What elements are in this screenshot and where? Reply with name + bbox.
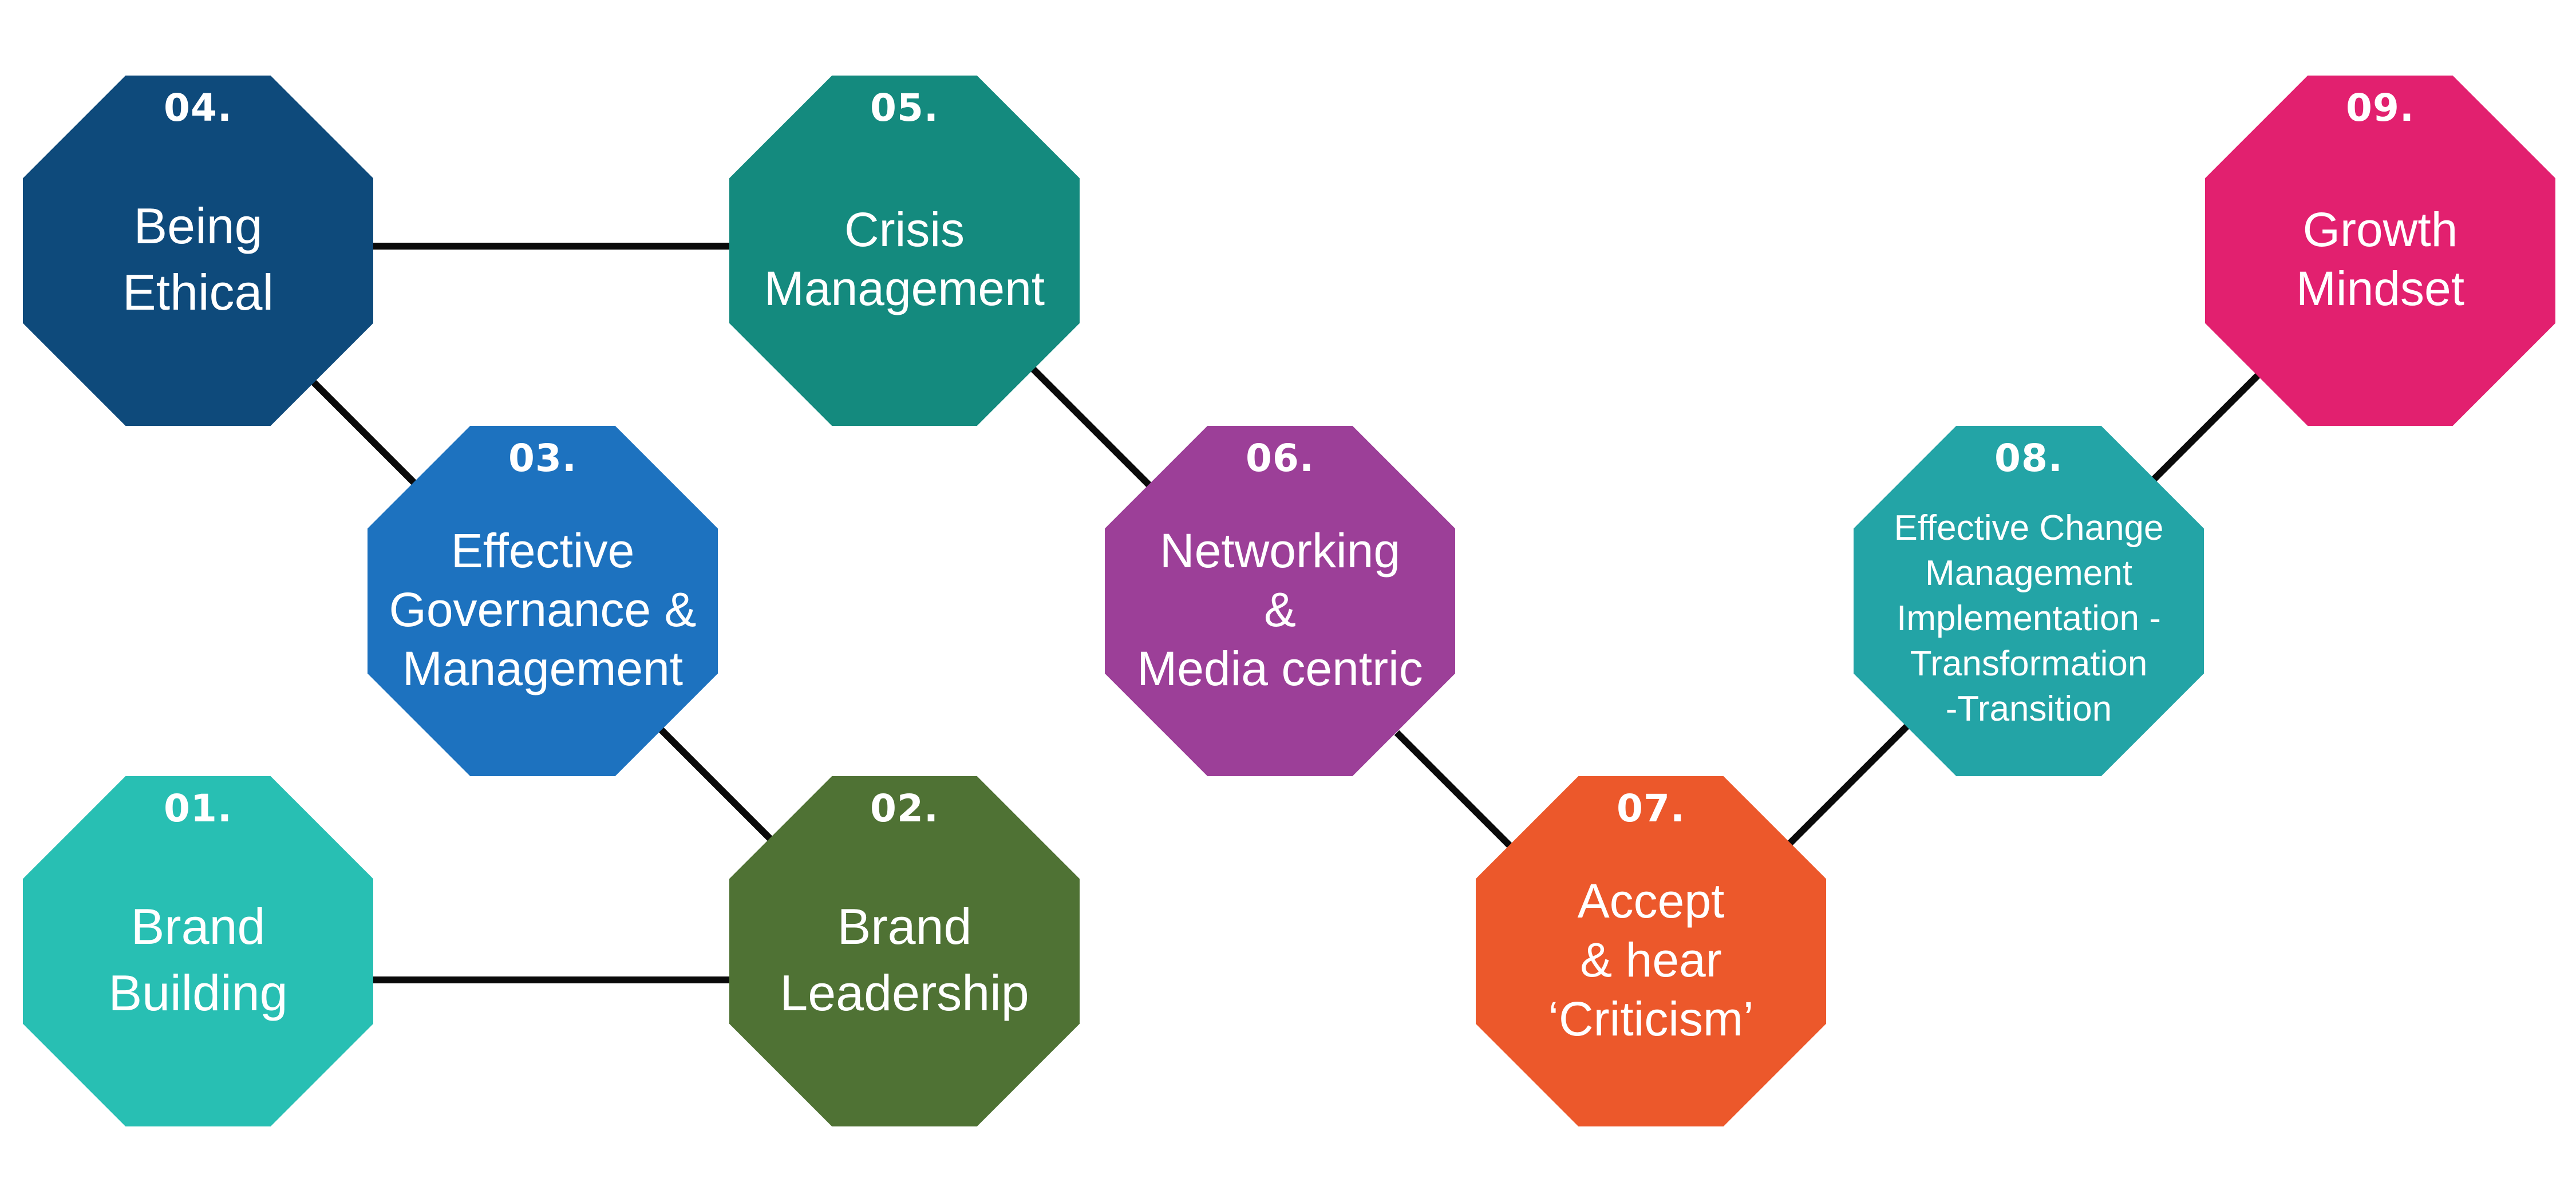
step-label: Brand Building <box>108 898 288 1021</box>
step-label: Crisis Management <box>764 203 1045 315</box>
step-09-growth-mindset: 09. Growth Mindset <box>2205 76 2555 426</box>
step-01-brand-building: 01. Brand Building <box>23 776 373 1126</box>
step-number: 03. <box>508 436 577 480</box>
step-number: 01. <box>164 786 232 831</box>
connector-02-03 <box>655 724 781 850</box>
step-label: Effective Governance & Management <box>389 523 697 695</box>
step-02-brand-leadership: 02. Brand Leadership <box>729 776 1080 1126</box>
step-label: Brand Leadership <box>780 898 1029 1021</box>
step-number: 02. <box>870 786 939 831</box>
connector-05-06 <box>1028 363 1159 495</box>
connector-06-07 <box>1394 730 1520 856</box>
step-label: Being Ethical <box>122 197 274 321</box>
connector-07-08 <box>1783 718 1915 850</box>
step-03-effective-governance: 03. Effective Governance & Management <box>368 426 718 776</box>
step-label: Growth Mindset <box>2296 203 2465 315</box>
step-label: Accept & hear ‘Criticism’ <box>1548 873 1754 1046</box>
step-number: 07. <box>1617 786 1685 831</box>
step-04-being-ethical: 04. Being Ethical <box>23 76 373 426</box>
step-number: 06. <box>1246 436 1314 480</box>
step-number: 09. <box>2346 86 2415 130</box>
step-label: Effective Change Management Implementati… <box>1894 508 2164 729</box>
step-08-effective-change-management: 08. Effective Change Management Implemen… <box>1854 426 2204 776</box>
connector-03-04 <box>306 375 426 495</box>
step-label: Networking & Media centric <box>1137 523 1423 695</box>
step-number: 04. <box>164 86 232 130</box>
step-number: 05. <box>870 86 939 130</box>
step-05-crisis-management: 05. Crisis Management <box>729 76 1080 426</box>
step-number: 08. <box>1994 436 2063 480</box>
connector-08-09 <box>2150 363 2270 484</box>
step-06-networking-media: 06. Networking & Media centric <box>1105 426 1455 776</box>
step-07-accept-criticism: 07. Accept & hear ‘Criticism’ <box>1476 776 1826 1126</box>
